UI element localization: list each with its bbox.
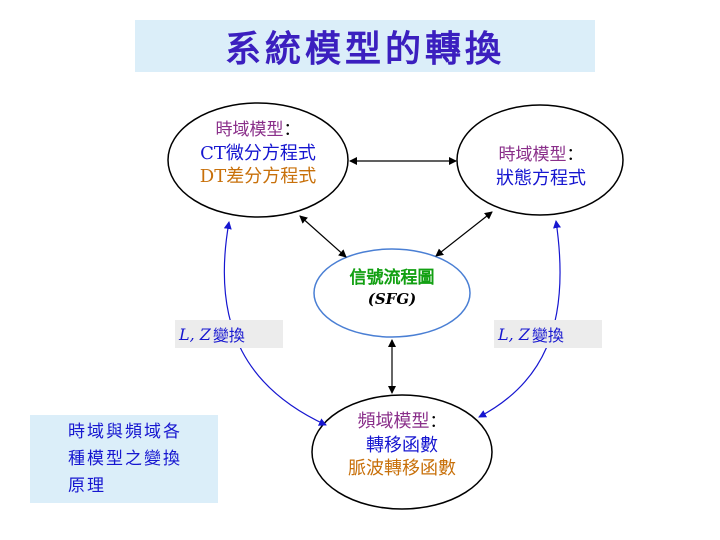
note-line: 原理: [68, 476, 106, 497]
state-eq-label: 狀態方程式: [496, 167, 586, 189]
time-domain-state-node: 時域模型： 狀態方程式: [458, 145, 624, 190]
node-heading: 時域模型: [498, 145, 567, 165]
sfg-label: 信號流程圖: [349, 268, 435, 288]
transform-vars: L, Z: [179, 324, 211, 344]
frequency-domain-node: 頻域模型： 轉移函數 脈波轉移函數: [312, 410, 492, 480]
arrow-left-sfg: [299, 215, 347, 258]
arrow-right-transform-curve: [478, 220, 561, 418]
difference-eq-label: 差分方程式: [226, 165, 317, 187]
page-title: 系統模型的轉換: [224, 28, 505, 70]
explanation-note: 時域與頻域各 種模型之變換 原理: [30, 415, 218, 503]
ct-prefix: CT: [200, 142, 226, 164]
frequency-domain-ellipse: [311, 394, 493, 510]
note-line: 時域與頻域各: [68, 422, 182, 442]
note-line: 種模型之變換: [68, 449, 182, 470]
ode-label: 微分方程式: [225, 142, 316, 164]
node-colon: ：: [283, 120, 301, 140]
node-heading: 頻域模型: [357, 411, 430, 432]
time-domain-ode-ellipse: [167, 102, 349, 218]
node-colon: ：: [429, 412, 447, 432]
transfer-function-label: 轉移函數: [366, 434, 438, 456]
node-colon: ：: [566, 145, 584, 165]
arrow-right-sfg: [435, 211, 493, 257]
arrow-left-transform-curve: [223, 221, 327, 426]
node-heading: 時域模型: [215, 120, 284, 140]
sfg-node: 信號流程圖 (SFG): [314, 268, 470, 309]
transform-vars: L, Z: [498, 324, 530, 344]
title-banner: 系統模型的轉換: [135, 20, 595, 72]
transform-text: 變換: [212, 326, 245, 345]
time-domain-ode-node: 時域模型： CT微分方程式 DT差分方程式: [168, 120, 348, 188]
sfg-abbrev: (SFG): [367, 289, 417, 308]
transform-text: 變換: [531, 326, 564, 345]
pulse-transfer-function-label: 脈波轉移函數: [348, 457, 456, 479]
time-domain-state-ellipse: [456, 104, 624, 216]
dt-prefix: DT: [199, 165, 227, 187]
